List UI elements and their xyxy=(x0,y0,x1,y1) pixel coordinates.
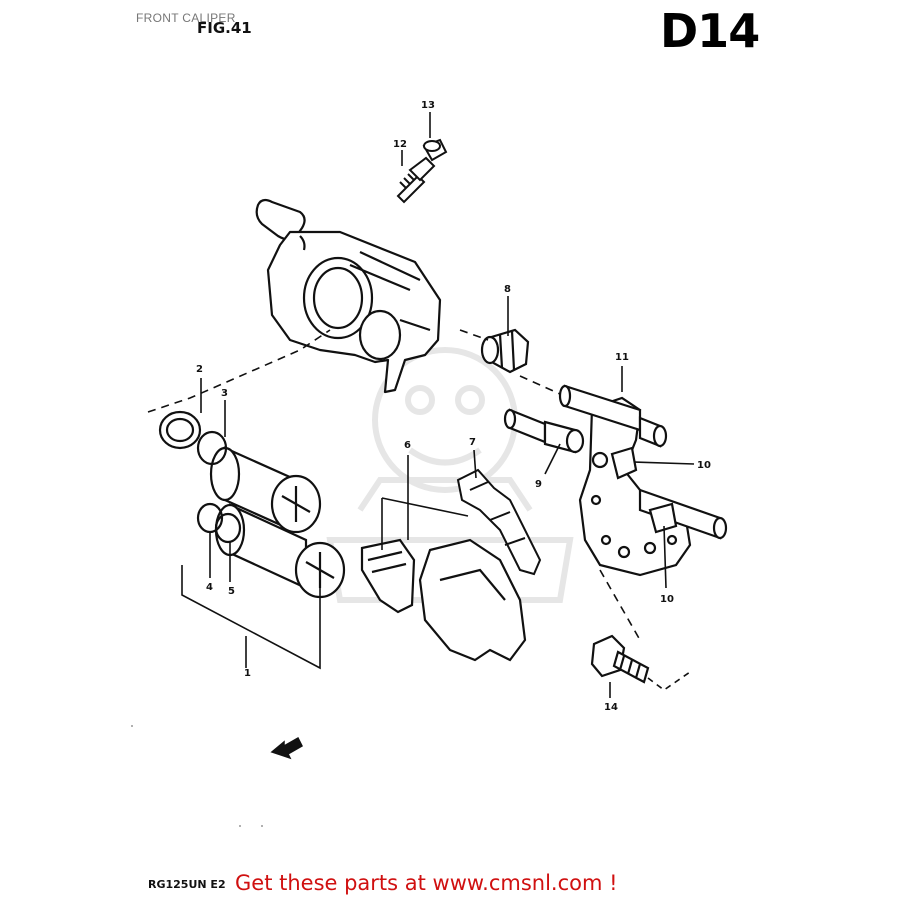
callout-13: 13 xyxy=(421,100,435,111)
diagram-title: FRONT CALIPER xyxy=(136,11,236,25)
callout-4: 4 xyxy=(206,582,213,593)
boot xyxy=(480,328,530,374)
bleeder-cap xyxy=(422,138,448,162)
piston-seals xyxy=(158,410,242,544)
piston-upper xyxy=(209,446,322,534)
callout-1: 1 xyxy=(244,668,251,679)
bleeder-screw xyxy=(396,156,436,204)
callout-8: 8 xyxy=(504,284,511,295)
direction-arrow-icon xyxy=(270,736,303,760)
promo-link[interactable]: Get these parts at www.cmsnl.com ! xyxy=(235,871,618,895)
callout-10-lower: 10 xyxy=(660,594,674,605)
pad-outer xyxy=(418,538,527,662)
watermark-eye-right xyxy=(455,385,485,415)
caliper-body xyxy=(255,198,442,394)
pad-spring xyxy=(456,468,542,576)
bracket-clip-upper xyxy=(610,446,638,480)
callout-7: 7 xyxy=(469,437,476,448)
dust-seal-2 xyxy=(158,410,202,450)
callout-9: 9 xyxy=(535,479,542,490)
caliper-edge xyxy=(299,235,306,251)
brake-pads xyxy=(360,538,527,662)
callout-10-upper: 10 xyxy=(697,460,711,471)
seal-5 xyxy=(214,512,242,544)
callout-5: 5 xyxy=(228,586,235,597)
caliper-bore-inner xyxy=(312,266,364,330)
slide-pin xyxy=(503,408,585,454)
callout-12: 12 xyxy=(393,139,407,150)
callout-6: 6 xyxy=(404,440,411,451)
callout-11: 11 xyxy=(615,352,629,363)
watermark-mouth xyxy=(408,447,482,466)
callout-14: 14 xyxy=(604,702,618,713)
page-code: D14 xyxy=(660,4,760,58)
mounting-bolt xyxy=(590,634,650,684)
caliper-bracket xyxy=(558,384,728,577)
callout-3: 3 xyxy=(221,388,228,399)
piston-seal-3 xyxy=(196,430,228,466)
callout-2: 2 xyxy=(196,364,203,375)
watermark-eye-left xyxy=(405,385,435,415)
callout-labels: 1 2 3 4 5 6 7 8 9 10 10 11 12 13 14 xyxy=(196,100,711,713)
leader-lines xyxy=(147,112,695,698)
caliper-bore-lower xyxy=(358,309,402,361)
model-code: RG125UN E2 xyxy=(148,878,226,891)
bracket-clip-lower xyxy=(648,502,678,534)
scan-specks xyxy=(131,725,263,827)
caliper-ribs xyxy=(349,251,431,332)
watermark-shoulders xyxy=(357,477,533,512)
figure-number: FIG.41 xyxy=(197,19,252,37)
